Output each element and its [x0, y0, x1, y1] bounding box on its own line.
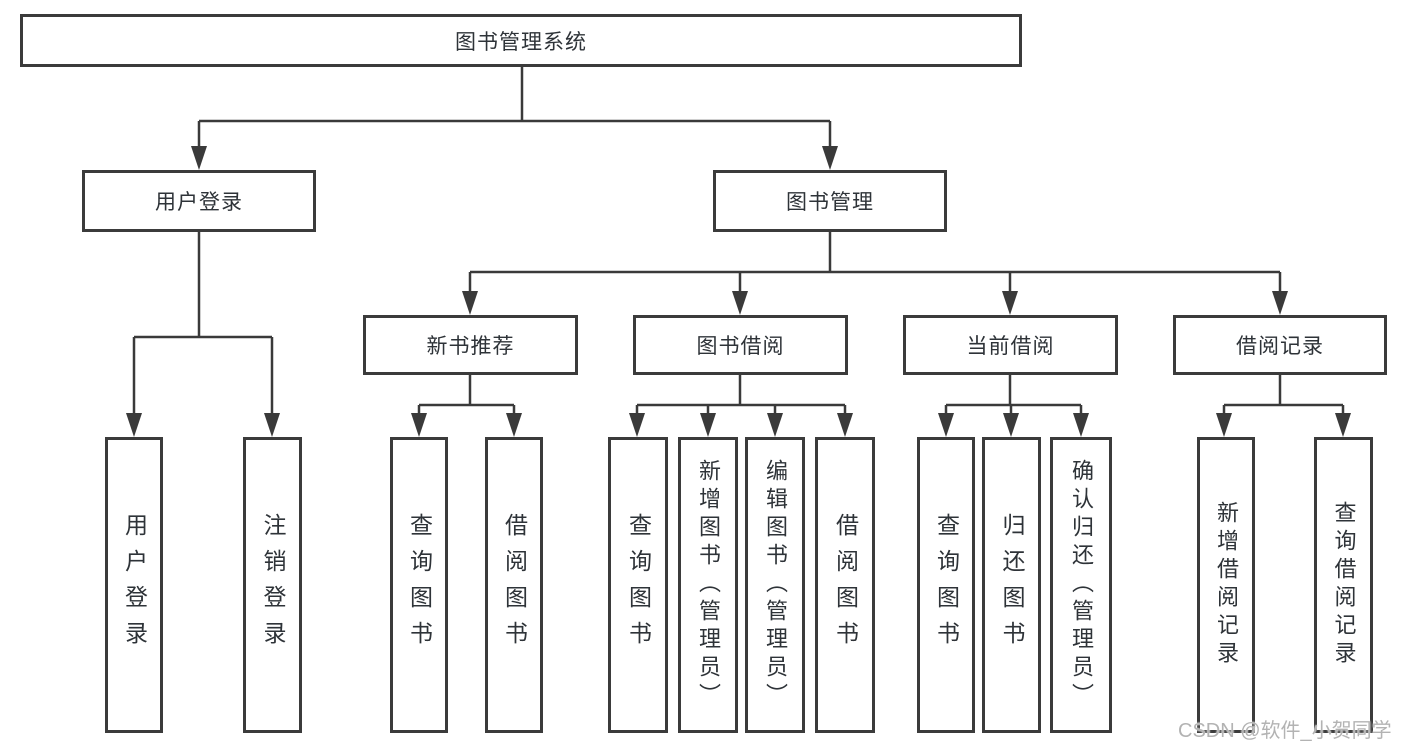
leaf-label: 查询图书 — [625, 513, 652, 657]
node-user-login: 用户登录 — [82, 170, 316, 232]
leaf-return-books: 归还图书 — [982, 437, 1041, 733]
node-label: 借阅记录 — [1236, 335, 1324, 358]
node-label: 图书管理 — [786, 191, 874, 214]
leaf-label: 确认归还（管理员） — [1069, 459, 1094, 711]
leaf-query-books-borrowing: 查询图书 — [608, 437, 668, 733]
node-current-borrowing: 当前借阅 — [903, 315, 1118, 375]
leaf-query-books-recommend: 查询图书 — [390, 437, 448, 733]
node-library-management-system: 图书管理系统 — [20, 14, 1022, 67]
leaf-label: 用户登录 — [121, 513, 148, 657]
leaf-label: 注销登录 — [260, 513, 286, 657]
leaf-borrow-books-recommend: 借阅图书 — [485, 437, 543, 733]
node-label: 当前借阅 — [966, 335, 1055, 358]
node-label: 图书管理系统 — [455, 30, 587, 54]
node-label: 新书推荐 — [426, 335, 515, 358]
csdn-watermark: CSDN @软件_小贺同学 — [1178, 720, 1392, 742]
node-label: 图书借阅 — [696, 335, 785, 358]
leaf-label: 归还图书 — [999, 513, 1025, 657]
leaf-add-book-admin: 新增图书（管理员） — [678, 437, 738, 733]
leaf-label: 编辑图书（管理员） — [763, 459, 788, 711]
leaf-query-books-current: 查询图书 — [917, 437, 975, 733]
node-book-management: 图书管理 — [713, 170, 947, 232]
node-borrowing-records: 借阅记录 — [1173, 315, 1387, 375]
leaf-label: 查询借阅记录 — [1331, 501, 1357, 669]
node-label: 用户登录 — [155, 191, 243, 214]
leaf-label: 借阅图书 — [832, 513, 859, 657]
leaf-label: 借阅图书 — [501, 513, 528, 657]
leaf-borrow-books: 借阅图书 — [815, 437, 875, 733]
leaf-add-borrow-record: 新增借阅记录 — [1197, 437, 1255, 733]
node-new-book-recommendation: 新书推荐 — [363, 315, 578, 375]
leaf-label: 新增借阅记录 — [1214, 501, 1239, 669]
leaf-query-borrow-record: 查询借阅记录 — [1314, 437, 1373, 733]
leaf-label: 查询图书 — [933, 513, 960, 657]
leaf-label: 新增图书（管理员） — [696, 459, 721, 711]
leaf-edit-book-admin: 编辑图书（管理员） — [745, 437, 805, 733]
leaf-user-login: 用户登录 — [105, 437, 163, 733]
node-book-borrowing: 图书借阅 — [633, 315, 848, 375]
leaf-logout: 注销登录 — [243, 437, 302, 733]
leaf-label: 查询图书 — [406, 513, 433, 657]
leaf-confirm-return-admin: 确认归还（管理员） — [1050, 437, 1112, 733]
